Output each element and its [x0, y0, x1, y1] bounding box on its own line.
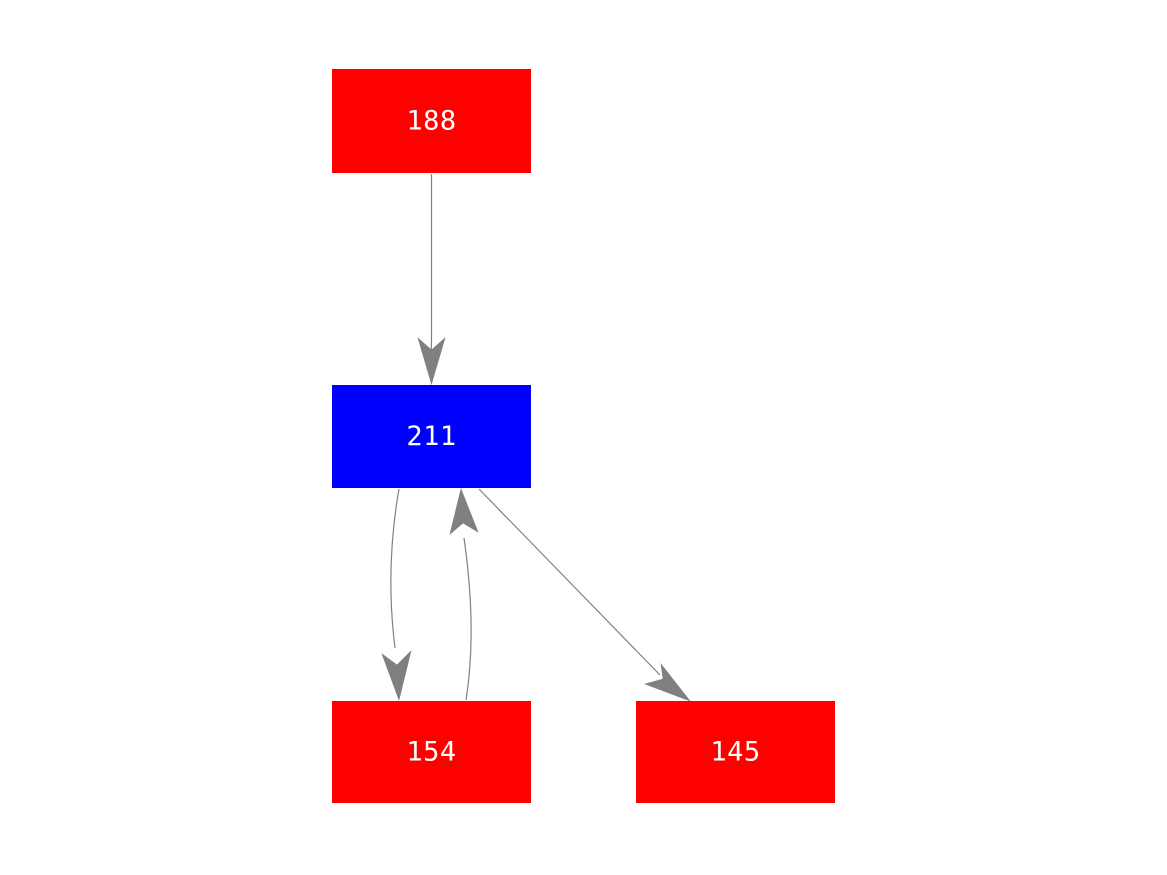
edge-188-to-211[interactable]	[417, 174, 446, 386]
edge-211-to-154[interactable]	[381, 488, 412, 702]
node-label: 145	[710, 737, 760, 768]
edge-line	[463, 537, 472, 701]
node-154[interactable]: 154	[332, 701, 531, 803]
node-box[interactable]	[332, 385, 531, 488]
node-188[interactable]: 188	[332, 69, 531, 173]
edge-211-to-145[interactable]	[478, 488, 691, 702]
edge-line	[430, 174, 433, 379]
node-layer: 188 211 154 145	[332, 69, 835, 803]
node-box[interactable]	[332, 701, 531, 803]
node-145[interactable]: 145	[636, 701, 835, 803]
node-box[interactable]	[636, 701, 835, 803]
arrowhead-icon	[417, 337, 446, 386]
edge-line	[478, 488, 661, 676]
node-label: 188	[406, 106, 456, 137]
node-box[interactable]	[332, 69, 531, 173]
edge-line	[390, 488, 400, 649]
arrowhead-icon	[381, 650, 412, 702]
node-211[interactable]: 211	[332, 385, 531, 488]
arrowhead-icon	[449, 488, 479, 535]
arrowhead-icon	[644, 662, 691, 702]
node-label: 211	[406, 421, 456, 452]
edge-layer	[381, 174, 691, 702]
node-label: 154	[406, 737, 456, 768]
edge-154-to-211[interactable]	[449, 488, 479, 701]
